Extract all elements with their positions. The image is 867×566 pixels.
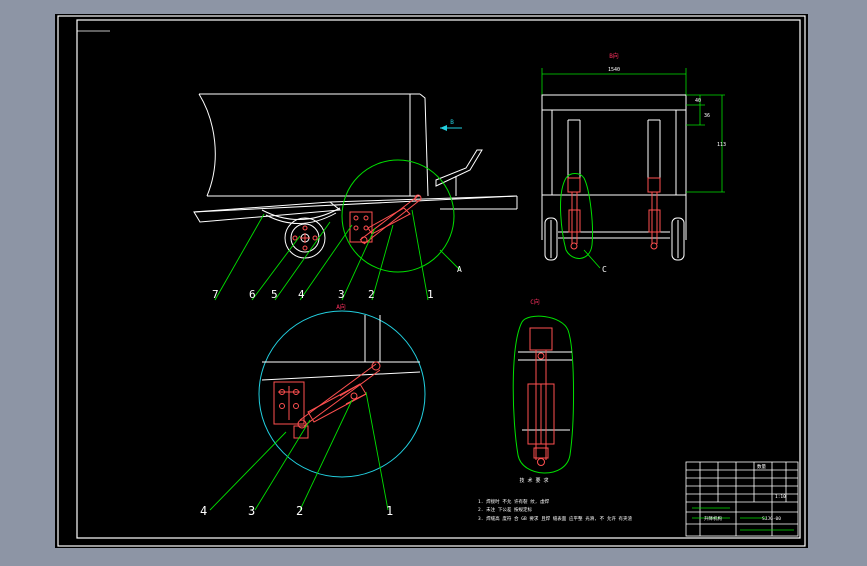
detail-callout-a: A xyxy=(457,265,462,274)
tech-req-item: 2. 未注 下公差 按规定标 xyxy=(478,506,533,513)
frame-rail-top xyxy=(329,195,518,203)
title-block-green-marks xyxy=(692,507,794,531)
part-number: 3 xyxy=(338,288,345,301)
wheel-bolts xyxy=(292,225,318,251)
tech-req-title: 技 术 要 求 xyxy=(519,477,548,484)
dim-text: 113 xyxy=(717,142,726,148)
leader-c xyxy=(583,249,601,269)
side-part-numbers: 7 6 5 4 3 2 1 xyxy=(212,288,434,301)
chassis-plate xyxy=(193,201,342,223)
title-block-texts: 升降机构 数量 SJJG-00 1:10 xyxy=(704,463,786,522)
title-block xyxy=(685,461,799,537)
outer-border xyxy=(57,15,806,547)
tech-req-items: 1. 焊接时 不允 许有裂 纹, 虚焊 2. 未注 下公差 按规定标 3. 焊缝… xyxy=(478,498,633,522)
break-line xyxy=(198,93,216,197)
part-number: 1 xyxy=(386,504,393,518)
dim-text: 36 xyxy=(704,113,710,119)
part-number: 2 xyxy=(296,504,303,518)
part-number: 6 xyxy=(249,288,256,301)
detail-outline-c xyxy=(560,173,593,259)
side-view xyxy=(193,93,518,259)
detail-circle-a xyxy=(341,159,455,273)
front-lift-cylinders xyxy=(567,177,661,250)
detail-a-title: A向 xyxy=(336,303,346,311)
body-rear-edge xyxy=(419,93,429,197)
part-number: 1 xyxy=(427,288,434,301)
part-number: 3 xyxy=(248,504,255,518)
title-block-scale: 1:10 xyxy=(775,494,786,500)
frame-rail xyxy=(193,195,518,213)
detail-a-part-numbers: 4 3 2 1 xyxy=(200,504,393,518)
tow-handle xyxy=(435,149,483,187)
tech-req-item: 1. 焊接时 不允 许有裂 纹, 虚焊 xyxy=(478,498,550,505)
title-block-name: 升降机构 xyxy=(704,515,722,522)
front-view-title: B向 xyxy=(609,52,619,60)
arrow-label: B xyxy=(450,119,454,126)
tech-req-item: 3. 焊缝高 度符 合 GB 要求 且焊 缝表面 应平整 光滑, 不 允许 有夹… xyxy=(478,515,633,522)
front-right-dim-texts: 40 36 113 xyxy=(695,98,726,148)
front-right-dimensions xyxy=(686,94,725,193)
part-number: 4 xyxy=(200,504,207,518)
direction-arrow: B xyxy=(440,119,462,131)
detail-c-title: C向 xyxy=(530,298,540,306)
leaf-spring-2 xyxy=(265,212,337,224)
detail-a-mechanism xyxy=(273,361,381,439)
detail-callout-c: C xyxy=(602,265,607,274)
leaf-spring xyxy=(261,207,341,220)
lift-mechanism-side xyxy=(349,194,422,245)
title-block-material: 数量 xyxy=(757,463,766,470)
front-width-dim: 1540 xyxy=(608,67,620,73)
detail-c-cylinder xyxy=(527,327,555,466)
part-number: 2 xyxy=(368,288,375,301)
front-width-dimension xyxy=(541,68,687,96)
detail-c-outline xyxy=(512,315,575,474)
inner-border xyxy=(76,19,801,539)
detail-a-frame xyxy=(261,315,421,381)
part-number: 4 xyxy=(298,288,305,301)
drawing-sheet xyxy=(55,14,808,548)
detail-a-leaders xyxy=(209,391,389,511)
part-number: 7 xyxy=(212,288,219,301)
detail-circle-a-enlarged xyxy=(258,310,426,478)
side-leaders xyxy=(214,209,461,301)
title-block-code: SJJG-00 xyxy=(762,516,781,522)
part-number: 5 xyxy=(271,288,278,301)
dim-text: 40 xyxy=(695,98,701,104)
